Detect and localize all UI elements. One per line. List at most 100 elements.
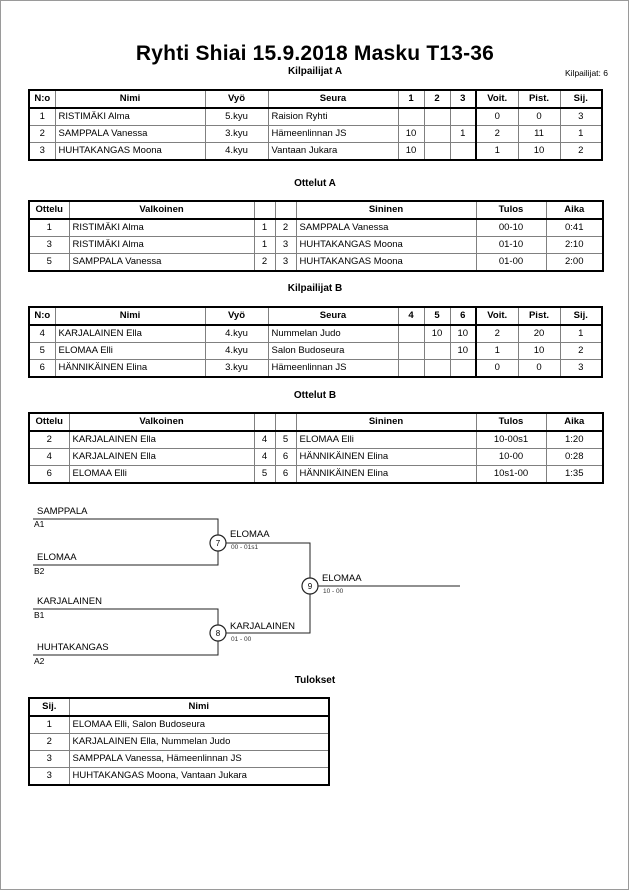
table-row: 2 KARJALAINEN Ella, Nummelan Judo [28, 733, 330, 751]
cell-club: Raision Ryhti [267, 107, 399, 126]
cell-time: 2:00 [545, 253, 604, 272]
cell-white: RISTIMÄKI Alma [68, 218, 255, 237]
cell-points: 0 [517, 107, 561, 126]
cell-rank: 1 [559, 324, 603, 343]
table-row: 1 RISTIMÄKI Alma 1 2 SAMPPALA Vanessa 00… [28, 218, 604, 237]
cell-round-2 [423, 107, 451, 126]
table-row: 4 KARJALAINEN Ella 4.kyu Nummelan Judo 1… [28, 324, 603, 343]
cell-blue: HÄNNIKÄINEN Elina [295, 448, 477, 466]
cell-blue: HÄNNIKÄINEN Elina [295, 465, 477, 484]
cell-belt: 4.kyu [204, 142, 269, 161]
cell-belt: 3.kyu [204, 125, 269, 143]
cell-blue-no: 2 [274, 218, 297, 237]
cell-time: 0:28 [545, 448, 604, 466]
col-header-wins: Voit. [475, 89, 519, 109]
cell-round-5 [423, 342, 451, 360]
table-header-row: Ottelu Valkoinen Sininen Tulos Aika [28, 200, 604, 220]
col-header-round-5: 5 [423, 306, 451, 326]
col-header-belt: Vyö [204, 306, 269, 326]
matches-a-table: Ottelu Valkoinen Sininen Tulos Aika 1 RI… [28, 200, 604, 272]
cell-belt: 4.kyu [204, 342, 269, 360]
cell-club: Hämeenlinnan JS [267, 125, 399, 143]
cell-round-3: 1 [449, 125, 477, 143]
col-header-white: Valkoinen [68, 200, 255, 220]
cell-wins: 0 [475, 359, 519, 378]
cell-wins: 0 [475, 107, 519, 126]
col-header-name: Nimi [54, 89, 206, 109]
cell-club: Hämeenlinnan JS [267, 359, 399, 378]
cell-belt: 5.kyu [204, 107, 269, 126]
cell-result: 10-00s1 [475, 430, 547, 449]
cell-no: 1 [28, 107, 56, 126]
cell-name: HÄNNIKÄINEN Elina [54, 359, 206, 378]
cell-blue: SAMPPALA Vanessa [295, 218, 477, 237]
cell-round-3 [449, 142, 477, 161]
cell-white-no: 5 [253, 465, 276, 484]
table-row: 3 HUHTAKANGAS Moona, Vantaan Jukara [28, 767, 330, 786]
col-header-white-no [253, 412, 276, 432]
cell-no: 3 [28, 142, 56, 161]
cell-round-1: 10 [397, 125, 425, 143]
cell-round-4 [397, 359, 425, 378]
cell-white-no: 4 [253, 430, 276, 449]
col-header-result: Tulos [475, 412, 547, 432]
col-header-round-4: 4 [397, 306, 425, 326]
cell-points: 11 [517, 125, 561, 143]
cell-no: 6 [28, 359, 56, 378]
table-row: 3 RISTIMÄKI Alma 1 3 HUHTAKANGAS Moona 0… [28, 236, 604, 254]
cell-round-6: 10 [449, 324, 477, 343]
col-header-blue: Sininen [295, 412, 477, 432]
col-header-rank: Sij. [559, 89, 603, 109]
pool-a-table: N:o Nimi Vyö Seura 1 2 3 Voit. Pist. Sij… [28, 89, 603, 161]
section-title-pool-b: Kilpailijat B [287, 283, 343, 294]
cell-name: ELOMAA Elli [54, 342, 206, 360]
col-header-club: Seura [267, 89, 399, 109]
col-header-round-6: 6 [449, 306, 477, 326]
cell-round-4 [397, 324, 425, 343]
cell-white: KARJALAINEN Ella [68, 448, 255, 466]
cell-no: 2 [28, 125, 56, 143]
col-header-match: Ottelu [28, 200, 70, 220]
cell-white: SAMPPALA Vanessa [68, 253, 255, 272]
cell-white-no: 2 [253, 253, 276, 272]
cell-match: 1 [28, 218, 70, 237]
table-row: 1 ELOMAA Elli, Salon Budoseura [28, 715, 330, 734]
col-header-club: Seura [267, 306, 399, 326]
cell-name: ELOMAA Elli, Salon Budoseura [68, 715, 330, 734]
cell-club: Salon Budoseura [267, 342, 399, 360]
cell-match: 6 [28, 465, 70, 484]
table-row: 3 SAMPPALA Vanessa, Hämeenlinnan JS [28, 750, 330, 768]
col-header-name: Nimi [54, 306, 206, 326]
cell-round-2 [423, 142, 451, 161]
cell-rank: 1 [559, 125, 603, 143]
cell-result: 10-00 [475, 448, 547, 466]
table-header-row: N:o Nimi Vyö Seura 1 2 3 Voit. Pist. Sij… [28, 89, 603, 109]
col-header-blue-no [274, 412, 297, 432]
table-row: 6 HÄNNIKÄINEN Elina 3.kyu Hämeenlinnan J… [28, 359, 603, 378]
table-row: 2 SAMPPALA Vanessa 3.kyu Hämeenlinnan JS… [28, 125, 603, 143]
table-header-row: Ottelu Valkoinen Sininen Tulos Aika [28, 412, 604, 432]
cell-blue-no: 5 [274, 430, 297, 449]
section-title-pool-a: Kilpailijat A [287, 66, 343, 77]
cell-time: 0:41 [545, 218, 604, 237]
cell-blue-no: 3 [274, 236, 297, 254]
cell-rank: 3 [28, 767, 70, 786]
table-header-row: N:o Nimi Vyö Seura 4 5 6 Voit. Pist. Sij… [28, 306, 603, 326]
table-row: 1 RISTIMÄKI Alma 5.kyu Raision Ryhti 0 0… [28, 107, 603, 126]
cell-white-no: 1 [253, 236, 276, 254]
col-header-no: N:o [28, 89, 56, 109]
cell-result: 00-10 [475, 218, 547, 237]
section-title-matches-a: Ottelut A [294, 178, 336, 189]
col-header-blue-no [274, 200, 297, 220]
cell-round-2 [423, 125, 451, 143]
table-row: 6 ELOMAA Elli 5 6 HÄNNIKÄINEN Elina 10s1… [28, 465, 604, 484]
col-header-no: N:o [28, 306, 56, 326]
cell-rank: 2 [559, 342, 603, 360]
cell-white-no: 4 [253, 448, 276, 466]
cell-name: KARJALAINEN Ella, Nummelan Judo [68, 733, 330, 751]
cell-blue: HUHTAKANGAS Moona [295, 236, 477, 254]
section-title-results: Tulokset [294, 675, 336, 686]
cell-no: 5 [28, 342, 56, 360]
col-header-points: Pist. [517, 306, 561, 326]
